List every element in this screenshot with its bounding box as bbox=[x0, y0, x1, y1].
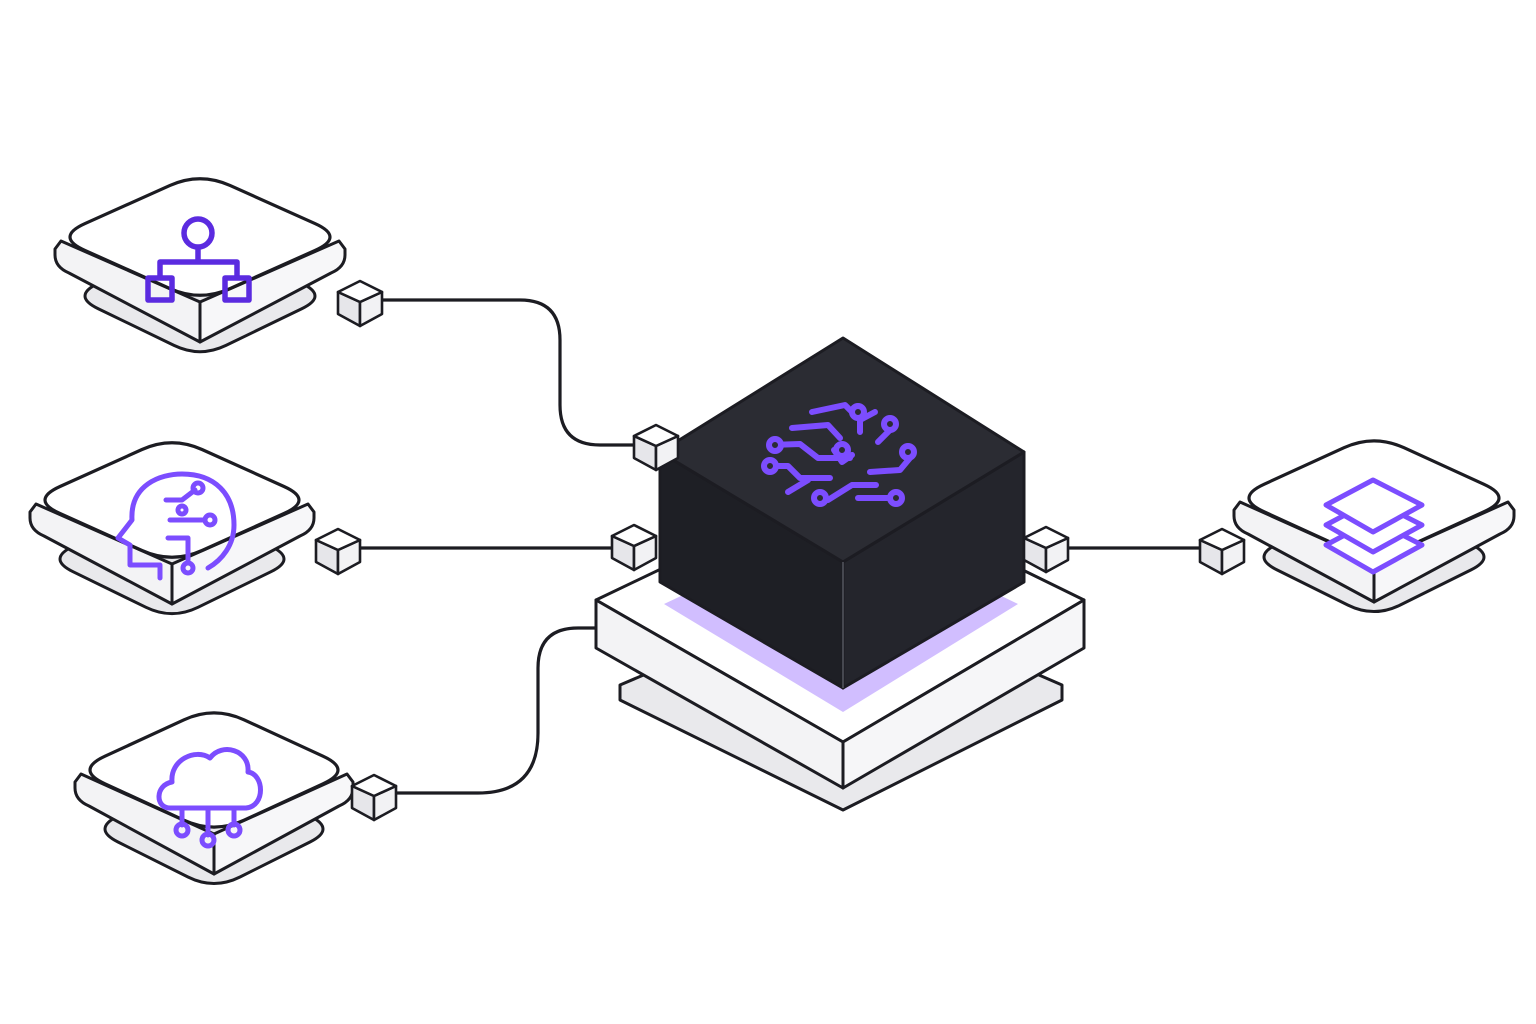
neural-circuit-icon bbox=[761, 402, 917, 507]
port-hub-mid-left bbox=[610, 523, 658, 572]
tile-ai-head-side-left bbox=[28, 502, 174, 606]
tile-cloud bbox=[73, 711, 355, 885]
cloud-network-icon bbox=[156, 747, 263, 849]
connector-hierarchy-to-hub bbox=[380, 298, 638, 447]
tile-ai-head bbox=[28, 441, 316, 616]
hub-platform-side-right bbox=[841, 598, 1086, 790]
tile-hierarchy-top bbox=[68, 177, 332, 297]
tile-ai-head-side-right bbox=[170, 502, 316, 606]
port-hub-top-left bbox=[632, 423, 680, 472]
connector-lines bbox=[356, 298, 1202, 795]
tile-layers-side-right bbox=[1372, 500, 1516, 604]
port-hub-right bbox=[1022, 525, 1070, 574]
tile-cloud-top bbox=[88, 711, 340, 829]
tile-layers-side-left bbox=[1232, 500, 1376, 604]
ai-head-circuit-icon bbox=[115, 471, 237, 581]
port-layers bbox=[1198, 527, 1246, 576]
port-cubes bbox=[314, 279, 1246, 822]
layers-stack-icon bbox=[1323, 477, 1425, 575]
port-cloud bbox=[350, 773, 398, 822]
connector-cloud-to-hub bbox=[394, 626, 602, 795]
port-ai-head bbox=[314, 527, 362, 576]
tile-hierarchy-side-left bbox=[53, 239, 202, 344]
port-hierarchy bbox=[336, 279, 384, 328]
hierarchy-icon bbox=[145, 216, 252, 303]
tile-cloud-side-left bbox=[73, 772, 216, 876]
tile-hierarchy-side-right bbox=[198, 239, 347, 344]
tile-hierarchy bbox=[53, 177, 347, 354]
